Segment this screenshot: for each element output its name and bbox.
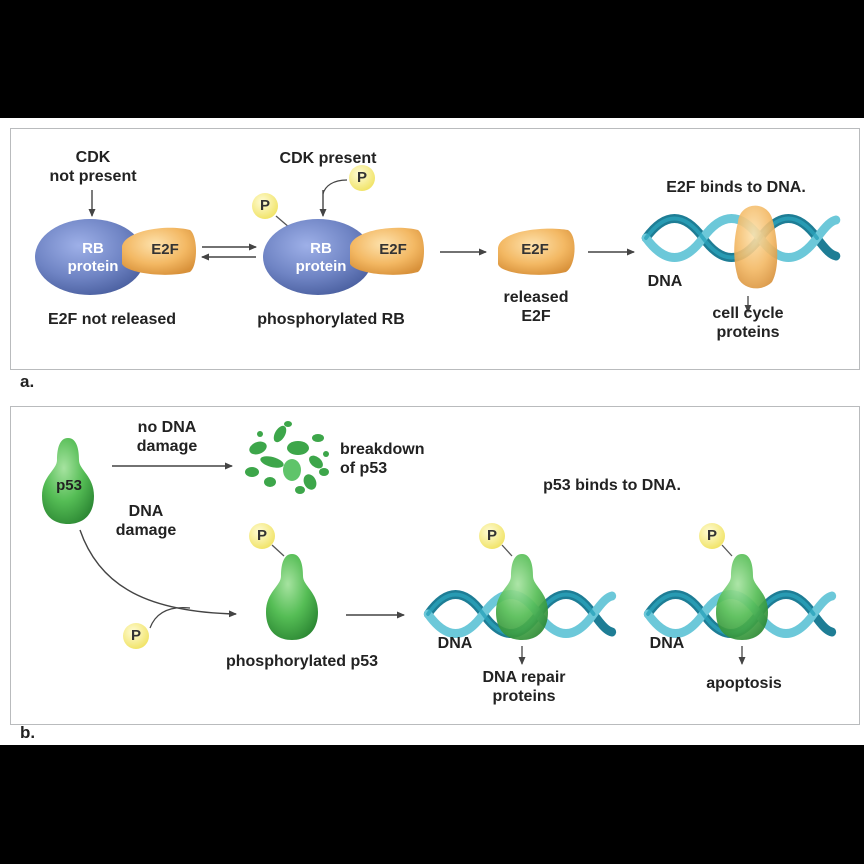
damage-label-line2: damage: [136, 438, 198, 455]
rb-protein-label: RB protein: [58, 240, 128, 276]
released-label-line1: released: [503, 289, 569, 306]
e2f-label-bound: E2F: [151, 241, 179, 258]
p53-fragments: [245, 421, 329, 494]
e2f-not-released-label: E2F not released: [47, 311, 177, 328]
panel-b-letter: b.: [20, 723, 36, 742]
phosphate-circle-b4: [699, 523, 725, 549]
phosphate-circle-b3: [479, 523, 505, 549]
panel-b-frame: [10, 406, 860, 725]
cdk-label-line1: CDK: [75, 149, 111, 166]
rb-phos-label-line1: RB: [310, 240, 332, 257]
dna-damage-arrow: [79, 529, 237, 618]
phosphate-text-b2: P: [256, 527, 267, 544]
breakdown-label: breakdown of p53: [340, 440, 450, 478]
proteins-label-line2: proteins: [716, 324, 780, 341]
dna-damage-label: DNA damage: [96, 502, 196, 540]
no-dna-damage-label: no DNA damage: [112, 418, 222, 456]
cell-cycle-label-line1: cell cycle: [712, 305, 784, 322]
released-e2f-label: released E2F: [486, 288, 586, 326]
p53-label: p53: [56, 477, 82, 494]
phosphate-text-b1: P: [130, 627, 141, 644]
diagram-artwork: [35, 165, 864, 665]
phosphate-text-a1: P: [356, 169, 367, 186]
e2f-on-dna: [734, 205, 778, 289]
e2f-label-released: E2F: [521, 241, 549, 258]
phosphate-circle-b1: [123, 623, 149, 649]
panel-a-letter: a.: [20, 372, 35, 391]
phosphorylated-p53-label: phosphorylated p53: [225, 653, 379, 670]
phosphate-text-b4: P: [706, 527, 717, 544]
no-dna-label-line1: no DNA: [137, 419, 197, 436]
e2f-binds-dna-label: E2F binds to DNA.: [666, 179, 806, 196]
phosphate-text-a2: P: [259, 197, 270, 214]
phosphate-circle-b2: [249, 523, 275, 549]
e2f-shape-phos: [350, 227, 424, 275]
repair-proteins-label-line2: proteins: [492, 688, 556, 705]
dna-repair-label-line1: DNA repair: [482, 669, 566, 686]
dna-damage-label-line2: damage: [115, 522, 177, 539]
dna-label-a: DNA: [647, 273, 683, 290]
dna-repair-proteins-label: DNA repair proteins: [466, 668, 582, 706]
phosphate-text-b3: P: [486, 527, 497, 544]
rb-label-line1: RB: [82, 240, 104, 257]
e2f-shape-released: [498, 228, 575, 275]
p53-on-dna-1: [496, 554, 548, 640]
cdk-present-label: CDK present: [279, 150, 377, 167]
figure-canvas: CDK not present RB protein E2F E2F not r…: [0, 118, 864, 745]
phosphate-join-line: [322, 179, 348, 195]
p53-on-dna-2: [716, 554, 768, 640]
dna-damage-label-line1: DNA: [128, 503, 164, 520]
p53-phos-shape: [266, 554, 318, 640]
cdk-not-present-label: CDK not present: [40, 148, 146, 186]
phosphate-join-line-b: [149, 607, 191, 629]
dna-label-b1: DNA: [437, 635, 473, 652]
of-p53-label-line2: of p53: [340, 460, 388, 477]
cell-cycle-proteins-label: cell cycle proteins: [698, 304, 798, 342]
phosphate-circle-a1: [349, 165, 375, 191]
rb-protein-phos-shape: [263, 219, 373, 295]
phosphorylated-rb-label: phosphorylated RB: [257, 311, 405, 328]
p53-binds-dna-label: p53 binds to DNA.: [543, 477, 681, 494]
e2f-shape-bound: [122, 227, 196, 275]
e2f-label-phos: E2F: [379, 241, 407, 258]
phosphate-circle-a2: [252, 193, 278, 219]
protein-phos-label-line2: protein: [295, 258, 347, 275]
rb-protein-shape: [35, 219, 145, 295]
breakdown-label-line1: breakdown: [340, 441, 425, 458]
protein-label-line2: protein: [67, 258, 119, 275]
dna-label-b2: DNA: [649, 635, 685, 652]
rb-protein-phos-label: RB protein: [286, 240, 356, 276]
not-present-label-line2: not present: [49, 168, 137, 185]
apoptosis-label: apoptosis: [706, 675, 782, 692]
e2f-label-line2: E2F: [521, 308, 551, 325]
